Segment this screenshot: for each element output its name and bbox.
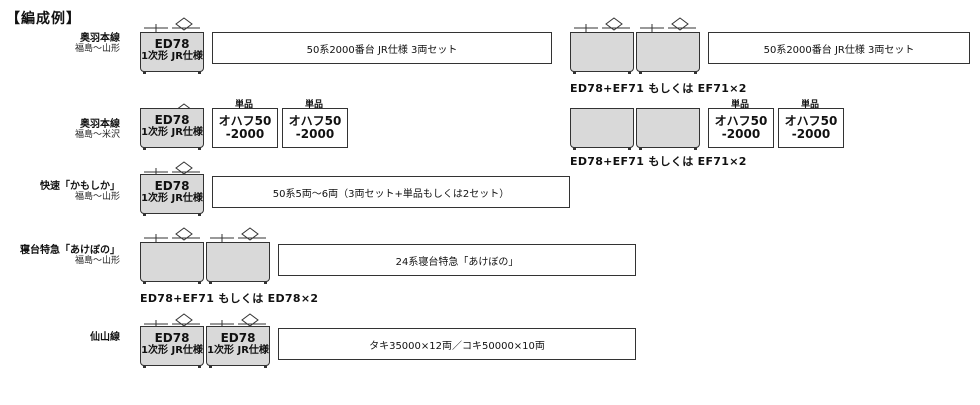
pantograph-icon bbox=[144, 161, 200, 176]
car-model: オハフ50 bbox=[218, 114, 272, 128]
loco-model: ED78 bbox=[154, 179, 190, 193]
loco-ed78: ED78 1次形 JR仕様 bbox=[140, 326, 204, 368]
route-section: 福島～山形 bbox=[74, 192, 120, 202]
loco-variant: 1次形 JR仕様 bbox=[207, 345, 269, 356]
loco-variant: 1次形 JR仕様 bbox=[141, 345, 203, 356]
route-name: 奥羽本線 bbox=[80, 119, 120, 130]
loco-model: ED78 bbox=[154, 331, 190, 345]
route-name: 快速「かもしか」 bbox=[40, 181, 120, 192]
loco-gray bbox=[570, 32, 634, 74]
car-number: -2000 bbox=[791, 127, 831, 141]
train-set-box: タキ35000×12両／コキ50000×10両 bbox=[278, 328, 636, 360]
car-model: オハフ50 bbox=[288, 114, 342, 128]
loco-model: ED78 bbox=[154, 113, 190, 127]
car-number: -2000 bbox=[295, 127, 335, 141]
loco-ed78: ED78 1次形 JR仕様 bbox=[206, 326, 270, 368]
route-label-row2: 奥羽本線 福島～米沢 bbox=[0, 119, 120, 141]
loco-ed78: ED78 1次形 JR仕様 bbox=[140, 174, 204, 216]
pantograph-icon bbox=[144, 17, 200, 32]
car-model: オハフ50 bbox=[784, 114, 838, 128]
route-name: 奥羽本線 bbox=[80, 33, 120, 44]
train-set-box: 50系2000番台 JR仕様 3両セット bbox=[708, 32, 970, 64]
pantograph-icon bbox=[574, 17, 630, 32]
car-number: -2000 bbox=[225, 127, 265, 141]
loco-model: ED78 bbox=[220, 331, 256, 345]
loco-variant: 1次形 JR仕様 bbox=[141, 127, 203, 138]
route-name: 寝台特急「あけぼの」 bbox=[20, 245, 120, 256]
loco-gray bbox=[206, 242, 270, 284]
route-section: 福島～山形 bbox=[74, 256, 120, 266]
route-section: 福島～米沢 bbox=[74, 130, 120, 140]
formation-caption: ED78+EF71 もしくは EF71×2 bbox=[570, 155, 747, 168]
route-section: 福島～山形 bbox=[74, 44, 120, 54]
passenger-car: オハフ50 -2000 bbox=[778, 108, 844, 148]
single-car-label: 単品 bbox=[234, 100, 253, 110]
route-name: 仙山線 bbox=[90, 332, 120, 343]
route-label-row1: 奥羽本線 福島～山形 bbox=[0, 33, 120, 55]
loco-variant: 1次形 JR仕様 bbox=[141, 193, 203, 204]
pantograph-icon bbox=[640, 17, 696, 32]
pantograph-icon bbox=[144, 313, 200, 328]
route-label-row3: 快速「かもしか」 福島～山形 bbox=[0, 181, 120, 203]
loco-variant: 1次形 JR仕様 bbox=[141, 51, 203, 62]
car-number: -2000 bbox=[721, 127, 761, 141]
loco-gray bbox=[636, 32, 700, 74]
passenger-car: オハフ50 -2000 bbox=[212, 108, 278, 148]
loco-ed78: ED78 1次形 JR仕様 bbox=[140, 108, 204, 150]
passenger-car: オハフ50 -2000 bbox=[708, 108, 774, 148]
formation-caption: ED78+EF71 もしくは EF71×2 bbox=[570, 82, 747, 95]
loco-ed78: ED78 1次形 JR仕様 bbox=[140, 32, 204, 74]
pantograph-icon bbox=[210, 313, 266, 328]
formation-caption: ED78+EF71 もしくは ED78×2 bbox=[140, 292, 319, 305]
pantograph-icon bbox=[210, 227, 266, 242]
passenger-car: オハフ50 -2000 bbox=[282, 108, 348, 148]
pantograph-icon bbox=[144, 227, 200, 242]
single-car-label: 単品 bbox=[800, 100, 819, 110]
train-set-box: 50系2000番台 JR仕様 3両セット bbox=[212, 32, 552, 64]
route-label-row4: 寝台特急「あけぼの」 福島～山形 bbox=[0, 245, 120, 267]
car-model: オハフ50 bbox=[714, 114, 768, 128]
loco-model: ED78 bbox=[154, 37, 190, 51]
loco-gray bbox=[570, 108, 634, 150]
train-set-box: 24系寝台特急「あけぼの」 bbox=[278, 244, 636, 276]
train-set-box: 50系5両～6両（3両セット+単品もしくは2セット） bbox=[212, 176, 570, 208]
loco-gray bbox=[636, 108, 700, 150]
route-label-row5: 仙山線 bbox=[0, 332, 120, 343]
single-car-label: 単品 bbox=[730, 100, 749, 110]
page-title: 【編成例】 bbox=[6, 11, 81, 27]
single-car-label: 単品 bbox=[304, 100, 323, 110]
loco-gray bbox=[140, 242, 204, 284]
